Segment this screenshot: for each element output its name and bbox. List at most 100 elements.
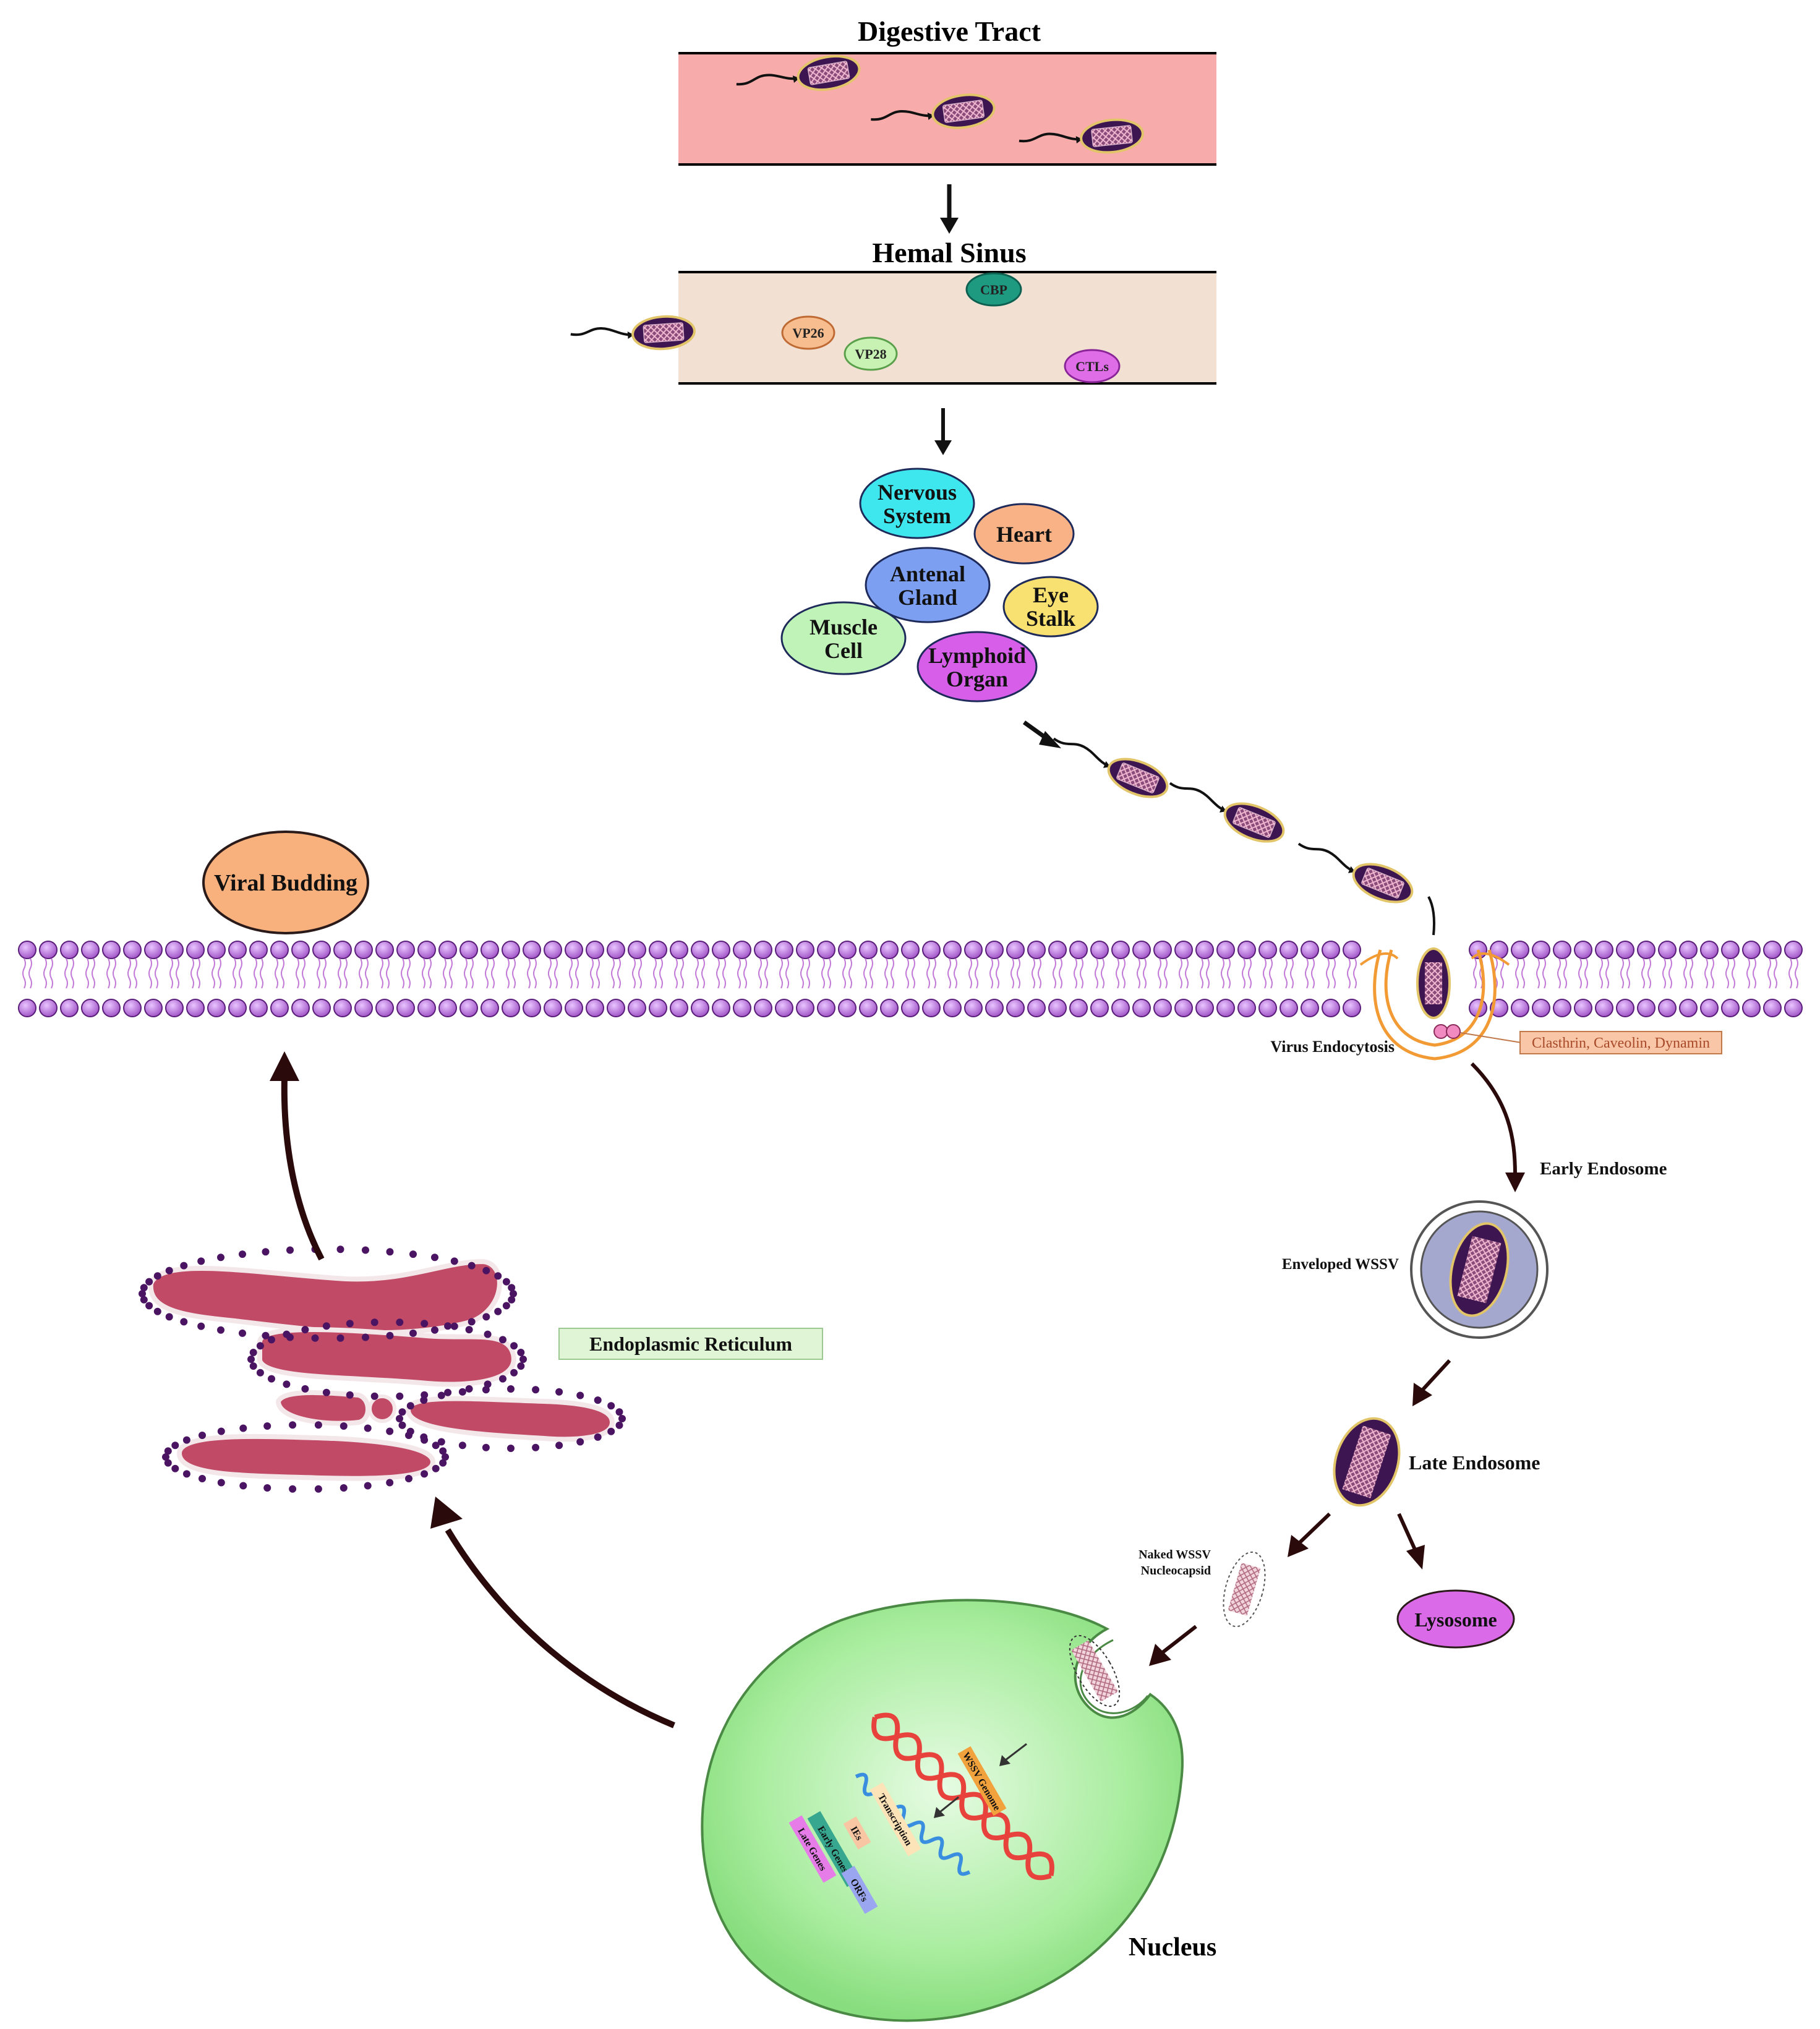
ribosome-dot bbox=[555, 1388, 563, 1396]
ribosome-dot bbox=[405, 1432, 412, 1439]
ribosome-dot bbox=[508, 1296, 516, 1304]
lipid-molecule bbox=[1616, 941, 1634, 1017]
ribosome-dot bbox=[494, 1307, 502, 1315]
ribosome-dot bbox=[180, 1262, 188, 1270]
ribosome-dot bbox=[517, 1349, 525, 1356]
lipid-molecule bbox=[123, 941, 142, 1017]
virus-endocytosis-label: Virus Endocytosis bbox=[1270, 1038, 1395, 1056]
ribosome-dot bbox=[197, 1257, 205, 1265]
ribosome-dot bbox=[482, 1443, 490, 1451]
lipid-molecule bbox=[1174, 941, 1193, 1017]
lymphoid-organ-label: Organ bbox=[946, 667, 1008, 691]
cell-membrane bbox=[18, 941, 1803, 1017]
ribosome-dot bbox=[322, 1322, 330, 1330]
lipid-molecule bbox=[186, 941, 205, 1017]
ribosome-dot bbox=[239, 1424, 247, 1432]
ribosome-dot bbox=[311, 1334, 319, 1342]
ribosome-dot bbox=[519, 1356, 527, 1363]
lipid-molecule bbox=[1742, 941, 1761, 1017]
ribosome-dot bbox=[164, 1459, 172, 1467]
arrow-icon bbox=[1470, 1062, 1517, 1176]
nervous-system-label: System bbox=[883, 503, 951, 528]
ribosome-dot bbox=[346, 1391, 354, 1399]
vp26-protein bbox=[781, 315, 835, 350]
lipid-molecule bbox=[1637, 941, 1656, 1017]
ribosome-dot bbox=[437, 1391, 445, 1399]
ribosome-dot bbox=[386, 1331, 394, 1339]
ribosome-dot bbox=[289, 1485, 297, 1493]
viral-budding bbox=[202, 831, 369, 934]
lipid-molecule bbox=[1511, 941, 1529, 1017]
lipid-molecule bbox=[396, 941, 415, 1017]
ribosome-dot bbox=[197, 1322, 205, 1330]
ribosome-dot bbox=[607, 1427, 615, 1435]
endoplasmic-reticulum bbox=[148, 1258, 615, 1481]
vp28-label: VP28 bbox=[855, 346, 886, 362]
lipid-molecule bbox=[1195, 941, 1214, 1017]
ribosome-dot bbox=[396, 1415, 403, 1422]
ribosome-dot bbox=[239, 1482, 247, 1490]
cbp-protein bbox=[965, 272, 1022, 307]
ribosome-dot bbox=[502, 1302, 510, 1310]
lipid-molecule bbox=[649, 941, 667, 1017]
ribosome-dot bbox=[444, 1322, 452, 1330]
ribosome-dot bbox=[532, 1443, 540, 1451]
ribosome-dot bbox=[336, 1245, 344, 1254]
ribosome-dot bbox=[346, 1320, 354, 1328]
heart-label: Heart bbox=[996, 522, 1052, 547]
ribosome-dot bbox=[432, 1442, 440, 1450]
ctls-protein bbox=[1064, 349, 1121, 383]
ribosome-dot bbox=[607, 1402, 615, 1410]
lipid-molecule bbox=[607, 941, 625, 1017]
lipid-molecule bbox=[1216, 941, 1235, 1017]
ribosome-dot bbox=[182, 1470, 190, 1478]
lipid-molecule bbox=[523, 941, 541, 1017]
ribosome-dot bbox=[482, 1313, 490, 1321]
ribosome-dot bbox=[421, 1470, 429, 1478]
enveloped-wssv-label: Enveloped WSSV bbox=[1282, 1256, 1399, 1273]
vp28-protein bbox=[844, 336, 898, 371]
nucleus-label: Nucleus bbox=[1129, 1933, 1216, 1962]
ribosome-dot bbox=[164, 1447, 172, 1455]
ribosome-dot bbox=[444, 1388, 452, 1396]
ribosome-dot bbox=[615, 1408, 623, 1416]
late-endosome bbox=[1333, 1417, 1401, 1507]
muscle-cell-label: Cell bbox=[824, 638, 863, 663]
ribosome-dot bbox=[268, 1375, 275, 1383]
wssv-virion-icon bbox=[1289, 832, 1419, 911]
lipid-molecule bbox=[796, 941, 814, 1017]
er-label-box bbox=[558, 1328, 823, 1360]
ribosome-dot bbox=[482, 1386, 490, 1394]
lipid-molecule bbox=[712, 941, 730, 1017]
ribosome-dot bbox=[465, 1326, 473, 1334]
ribosome-dot bbox=[458, 1442, 466, 1450]
ribosome-dot bbox=[171, 1464, 179, 1472]
ribosome-dot bbox=[286, 1246, 294, 1254]
ribosome-dot bbox=[468, 1318, 476, 1326]
lipid-molecule bbox=[39, 941, 58, 1017]
ribosome-dot bbox=[171, 1442, 179, 1450]
ribosome-dot bbox=[409, 1329, 417, 1337]
lipid-molecule bbox=[1763, 941, 1782, 1017]
er-label: Endoplasmic Reticulum bbox=[589, 1333, 792, 1355]
ribosome-dot bbox=[431, 1326, 438, 1334]
ribosome-dot bbox=[555, 1442, 563, 1450]
wssv-virion-icon bbox=[568, 313, 697, 357]
ribosome-dot bbox=[283, 1330, 291, 1338]
cbp-label: CBP bbox=[980, 282, 1007, 297]
lipid-molecule bbox=[1301, 941, 1319, 1017]
ribosome-dot bbox=[396, 1392, 404, 1400]
endocytosis-factors-label: Clasthrin, Caveolin, Dynamin bbox=[1532, 1035, 1710, 1051]
ribosome-dot bbox=[249, 1349, 257, 1356]
ribosome-dot bbox=[499, 1336, 506, 1344]
ribosome-dot bbox=[153, 1272, 161, 1280]
ribosome-dot bbox=[398, 1421, 406, 1429]
early-endosome bbox=[1410, 1200, 1549, 1339]
ribosome-dot bbox=[468, 1262, 476, 1270]
ribosome-dot bbox=[364, 1424, 372, 1432]
lipid-molecule bbox=[481, 941, 499, 1017]
lipid-molecule bbox=[817, 941, 835, 1017]
lipid-molecule bbox=[1132, 941, 1151, 1017]
ribosome-dot bbox=[217, 1326, 224, 1334]
